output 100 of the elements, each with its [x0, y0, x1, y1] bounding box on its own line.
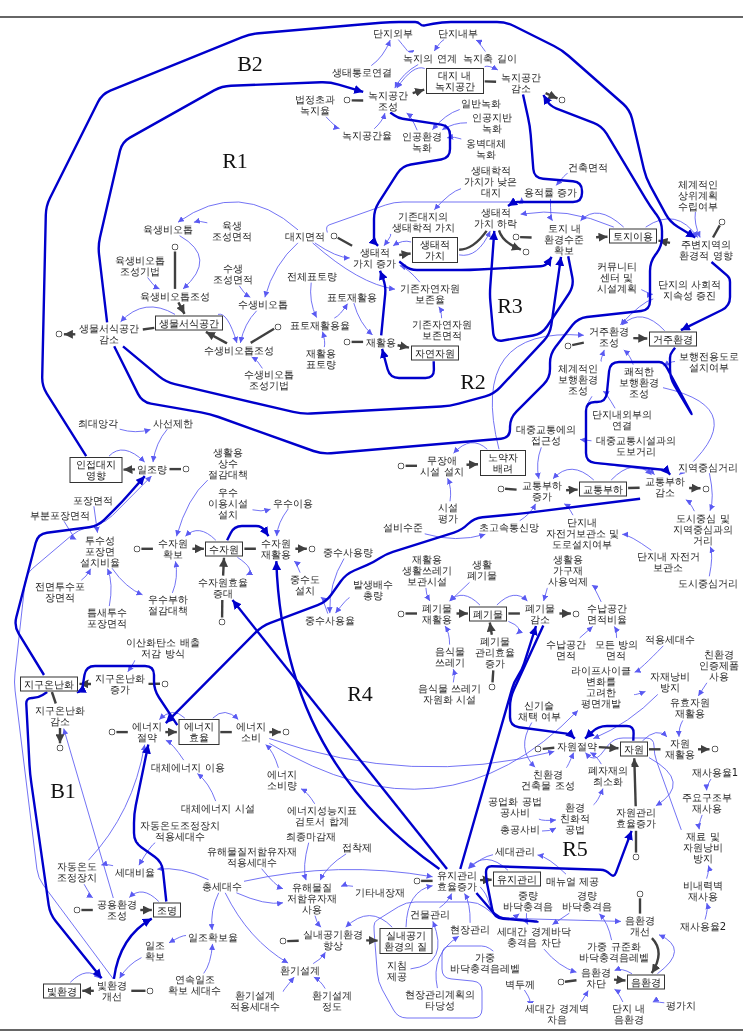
thick-line — [564, 979, 577, 983]
stock-box: 음환경 — [627, 974, 665, 990]
ring-icon — [146, 987, 154, 995]
ring-icon — [218, 618, 226, 626]
ring-icon — [330, 232, 338, 240]
variable-label: 대지면적 — [284, 230, 327, 242]
thick-arrow — [475, 830, 633, 923]
variable-label: 투수성 포장면 설치비율 — [77, 534, 123, 568]
thick-line — [711, 224, 721, 239]
thick-line — [484, 80, 497, 83]
stock-box: 실내공기 환경의 질 — [379, 928, 433, 955]
thick-arrow — [559, 609, 571, 618]
variable-label: 평가치 — [665, 999, 698, 1011]
thick-arrow — [14, 475, 146, 676]
ring-icon — [534, 745, 542, 753]
stock-box: 생물서식공간 — [155, 315, 224, 331]
ring-icon — [564, 342, 572, 350]
variable-label: 총세대수 — [201, 880, 243, 892]
ring-icon — [572, 610, 580, 617]
ring-icon — [182, 465, 189, 473]
thick-arrow — [658, 237, 671, 247]
variable-label: 전체표토량 — [286, 270, 338, 282]
ring-icon — [413, 877, 421, 885]
thick-arrow — [698, 744, 710, 754]
variable-label: 단지내 자전거보관소 및 도로설치여부 — [543, 516, 621, 550]
thick-arrow — [112, 917, 153, 979]
thick-arrow — [366, 935, 378, 945]
thick-arrow — [399, 250, 411, 260]
thick-arrow — [507, 94, 584, 207]
stock-box: 유지관리 — [493, 871, 542, 887]
variable-label: 환기설계 적용세대수 — [227, 989, 282, 1012]
variable-label: 단지내부 — [437, 27, 479, 39]
variable-label: 건축면적 — [567, 161, 609, 173]
flow-label: 음환경 차단 — [578, 967, 613, 989]
thick-arrow — [79, 679, 91, 689]
thick-arrow — [97, 81, 364, 323]
variable-label: 연속일조 확보 세대수 — [166, 974, 223, 997]
variable-label: 라이프사이클 변화를 고려한 평면개발 — [568, 664, 634, 709]
variable-label: 적용세대수 — [643, 633, 696, 645]
variable-label: 일반녹화 — [459, 97, 502, 109]
variable-label: 재사용율2 — [678, 920, 728, 932]
thick-arrow — [122, 256, 565, 415]
thick-arrow — [480, 875, 492, 885]
thick-arrow — [488, 230, 574, 342]
variable-label: 육생비오톱 — [142, 223, 195, 235]
variable-label: 경량 바닥충격음 — [559, 890, 615, 913]
thick-arrow — [205, 330, 228, 345]
thick-arrow — [598, 743, 619, 753]
ring-icon — [282, 728, 290, 736]
variable-label: 대체에너지 시설 — [180, 802, 256, 814]
stock-box: 인접대지 영향 — [69, 457, 122, 484]
thick-arrow — [231, 599, 448, 870]
flow-label: 무장애 시설 설치 — [418, 454, 466, 477]
thick-arrow — [613, 975, 626, 985]
ring-icon — [632, 853, 640, 861]
thick-arrow — [113, 94, 664, 455]
thick-line — [50, 691, 57, 704]
thick-arrow — [82, 986, 94, 996]
flow-label: 재활용 — [364, 336, 397, 348]
stock-box: 대지 내 녹지공간 — [425, 67, 484, 94]
flow-label: 자원관리 효율증가 — [613, 807, 659, 830]
thick-arrow — [584, 346, 693, 476]
variable-label: 에너지성능지표 검토서 합계 — [284, 804, 360, 827]
variable-label: 녹지공간율 — [341, 129, 393, 141]
thick-arrow — [630, 758, 640, 807]
ring-icon — [512, 233, 520, 241]
thick-arrow — [596, 232, 608, 242]
ring-icon — [397, 462, 405, 470]
variable-label: 지침 제공 — [384, 959, 410, 982]
variable-label: 재사용율1 — [690, 766, 740, 778]
stock-box: 교통부하 — [579, 481, 628, 496]
ring-icon — [711, 745, 718, 753]
stock-box: 에너지 효율 — [178, 719, 220, 746]
variable-label: 공업화 공법 공사비 — [486, 796, 544, 819]
variable-label: 자재낭비 방지 — [647, 671, 692, 694]
ring-icon — [108, 728, 116, 736]
loop-label: B1 — [50, 780, 76, 803]
thick-arrow — [76, 664, 179, 726]
thick-line — [508, 612, 520, 615]
thick-arrow — [508, 625, 576, 740]
variable-label: 벽두께 — [504, 978, 536, 989]
stock-box: 거주환경 — [648, 331, 697, 347]
thick-line — [634, 830, 638, 853]
loop-label: R3 — [497, 295, 523, 318]
variable-label: 표토재활용 — [326, 291, 378, 303]
variable-label: 현장관리 — [449, 923, 491, 935]
variable-label: 중수사용율 — [304, 614, 356, 626]
variable-label: 세대간 경계바닥 충격음 차단 — [495, 926, 573, 949]
thick-arrow — [176, 301, 186, 315]
thick-arrow — [368, 111, 452, 247]
thick-line — [337, 236, 353, 247]
variable-label: 수생비오톱 — [237, 298, 289, 310]
variable-label: 대체에너지 이용 — [150, 761, 226, 773]
variable-label: 에너지 소비량 — [264, 768, 300, 791]
thick-arrow — [680, 261, 732, 332]
thick-arrow — [566, 485, 578, 495]
stock-box: 자원 — [620, 741, 648, 757]
ring-icon — [161, 680, 168, 688]
thick-arrow — [650, 937, 661, 974]
thick-line — [649, 748, 661, 751]
